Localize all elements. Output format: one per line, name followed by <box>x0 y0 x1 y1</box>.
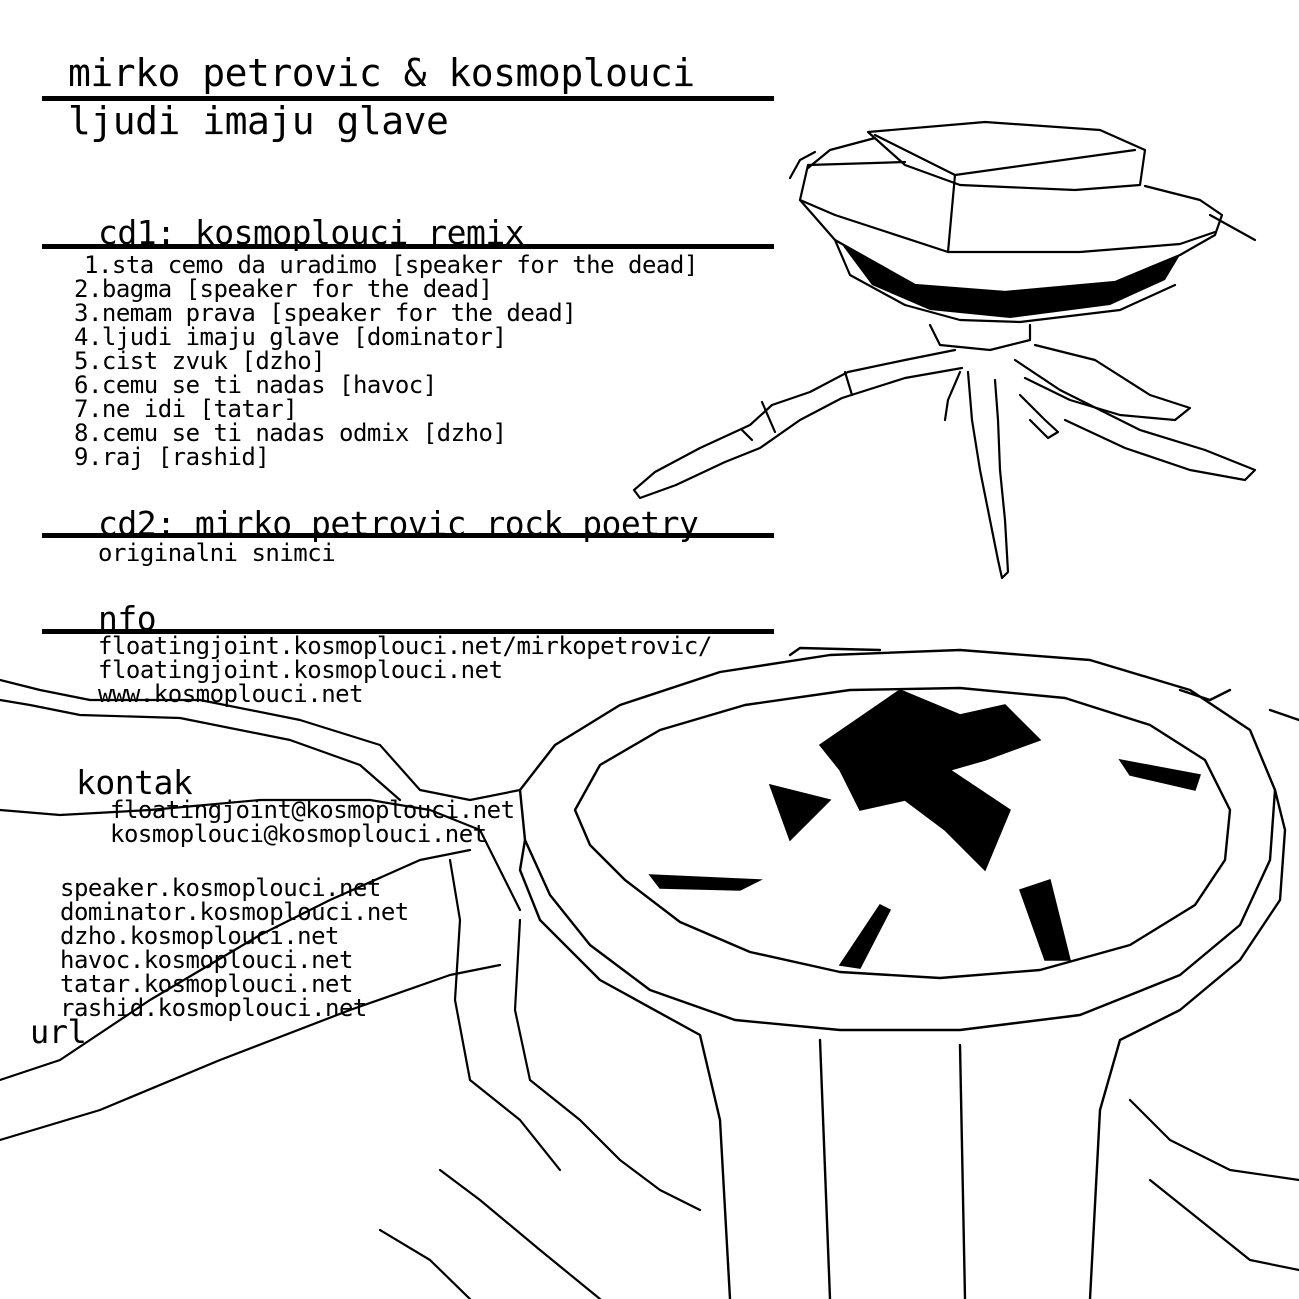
info-link: floatingjoint.kosmoplouci.net/mirkopetro… <box>98 632 712 660</box>
background-architecture <box>0 678 1299 1299</box>
divider-line <box>42 96 774 101</box>
member-url: tatar.kosmoplouci.net <box>60 970 353 998</box>
member-url: dominator.kosmoplouci.net <box>60 898 409 926</box>
contact-email: floatingjoint@kosmoplouci.net <box>110 796 515 824</box>
cd1-heading: cd1: kosmoplouci remix <box>98 213 525 252</box>
track-item: 9.raj [rashid] <box>74 443 270 471</box>
track-item: 3.nemam prava [speaker for the dead] <box>74 299 577 327</box>
info-link: floatingjoint.kosmoplouci.net <box>98 656 503 684</box>
divider-line <box>42 629 774 634</box>
divider-line <box>42 244 774 249</box>
clock-hands <box>648 689 1201 969</box>
member-url: rashid.kosmoplouci.net <box>60 994 367 1022</box>
contact-heading: kontak <box>76 763 193 802</box>
artist-name: mirko petrovic & kosmoplouci <box>68 51 695 95</box>
info-link: www.kosmoplouci.net <box>98 680 364 708</box>
track-item: 2.bagma [speaker for the dead] <box>74 275 493 303</box>
cd2-subtitle: originalni snimci <box>98 539 336 567</box>
saucer-legs <box>632 343 1257 580</box>
track-item: 7.ne idi [tatar] <box>74 395 298 423</box>
saucer-shadow <box>840 242 1180 318</box>
divider-line <box>42 533 774 538</box>
album-title: ljudi imaju glave <box>68 99 449 143</box>
track-item: 5.cist zvuk [dzho] <box>74 347 326 375</box>
contact-email: kosmoplouci@kosmoplouci.net <box>110 820 487 848</box>
member-url: dzho.kosmoplouci.net <box>60 922 339 950</box>
track-item: 6.cemu se ti nadas [havoc] <box>74 371 437 399</box>
track-item: 8.cemu se ti nadas odmix [dzho] <box>74 419 507 447</box>
clock-platform-drawing <box>518 646 1299 1299</box>
url-label: url <box>30 1013 87 1051</box>
member-url: havoc.kosmoplouci.net <box>60 946 353 974</box>
track-item: 4.ljudi imaju glave [dominator] <box>74 323 507 351</box>
member-url: speaker.kosmoplouci.net <box>60 874 381 902</box>
track-item: 1.sta cemo da uradimo [speaker for the d… <box>84 251 698 279</box>
